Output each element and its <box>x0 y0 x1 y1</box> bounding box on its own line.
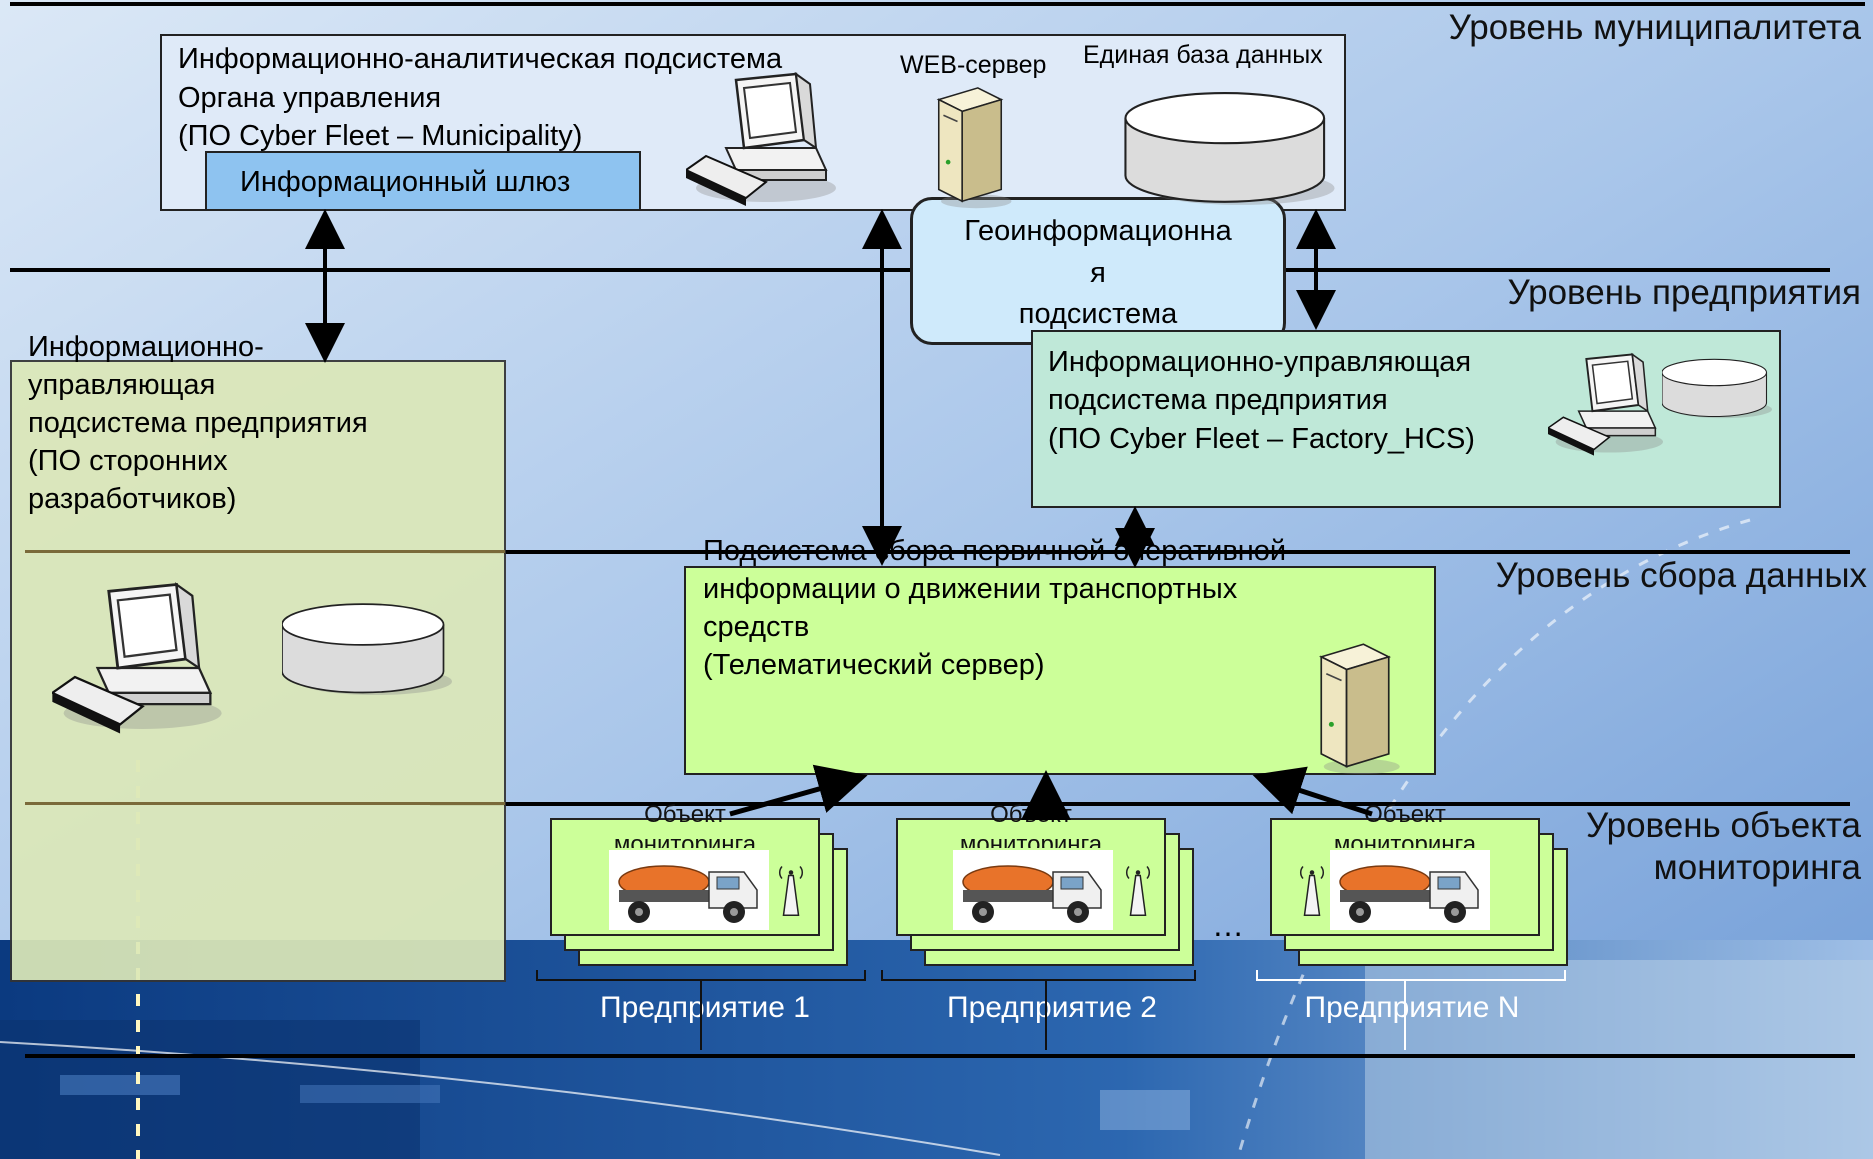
object-label-3a: Объект <box>1364 801 1446 828</box>
enterprise-label-1: Информационно-управляющая <box>1048 346 1472 378</box>
third-party-label-5: разработчиков) <box>28 483 237 515</box>
level-label-monitoring-object-1: Уровень объекта <box>1585 806 1861 845</box>
object-label-1b: мониторинга <box>613 831 757 848</box>
collection-label-1: Подсистема сбора первичной оперативной <box>703 535 1287 567</box>
enterprise-label-3: (ПО Cyber Fleet – Factory_HCS) <box>1048 423 1475 455</box>
gis-label-2: я <box>1090 257 1106 289</box>
enterprise-label-2: подсистема предприятия <box>1048 384 1388 416</box>
enterprise-n-label: Предприятие N <box>1304 991 1520 1024</box>
ellipsis-label: … <box>1212 907 1244 943</box>
object-label-2a: Объект <box>990 801 1072 828</box>
collection-label-3: средств <box>703 611 810 643</box>
level-label-enterprise: Уровень предприятия <box>1507 273 1861 312</box>
third-party-label-3: подсистема предприятия <box>28 407 368 439</box>
information-gateway-box <box>205 151 641 211</box>
object-label-1a: Объект <box>644 801 726 828</box>
municipal-title-3: (ПО Cyber Fleet – Municipality) <box>178 120 583 152</box>
gis-label-3: подсистема <box>1018 298 1178 330</box>
level-label-monitoring-object-2: мониторинга <box>1653 848 1861 887</box>
level-label-data-collection: Уровень сбора данных <box>1495 556 1867 595</box>
separator-line-top <box>10 2 1865 6</box>
object-label-2b: мониторинга <box>959 831 1103 848</box>
web-server-label: WEB-сервер <box>900 51 1047 79</box>
collection-label-2: информации о движении транспортных <box>703 573 1238 605</box>
database-label: Единая база данных <box>1083 41 1323 69</box>
third-party-label-4: (ПО сторонних <box>28 445 228 477</box>
third-party-divider-1 <box>25 550 505 553</box>
data-collection-subsystem-box <box>684 566 1436 775</box>
gis-label-1: Геоинформационна <box>964 215 1232 247</box>
object-label-3b: мониторинга <box>1333 831 1477 848</box>
municipal-title-2: Органа управления <box>178 82 442 114</box>
separator-line-collection <box>430 802 1850 806</box>
separator-line-bottom <box>25 1054 1855 1058</box>
third-party-divider-2 <box>25 802 505 805</box>
enterprise-1-label: Предприятие 1 <box>600 991 810 1024</box>
level-label-municipality: Уровень муниципалитета <box>1448 8 1861 47</box>
collection-label-4: (Телематический сервер) <box>703 649 1045 681</box>
municipal-title-1: Информационно-аналитическая подсистема <box>178 43 783 75</box>
third-party-label-2: управляющая <box>28 369 216 401</box>
gis-subsystem-box <box>910 197 1286 345</box>
information-gateway-label: Информационный шлюз <box>240 166 571 198</box>
enterprise-2-label: Предприятие 2 <box>947 991 1157 1024</box>
third-party-label-1: Информационно- <box>28 331 264 363</box>
